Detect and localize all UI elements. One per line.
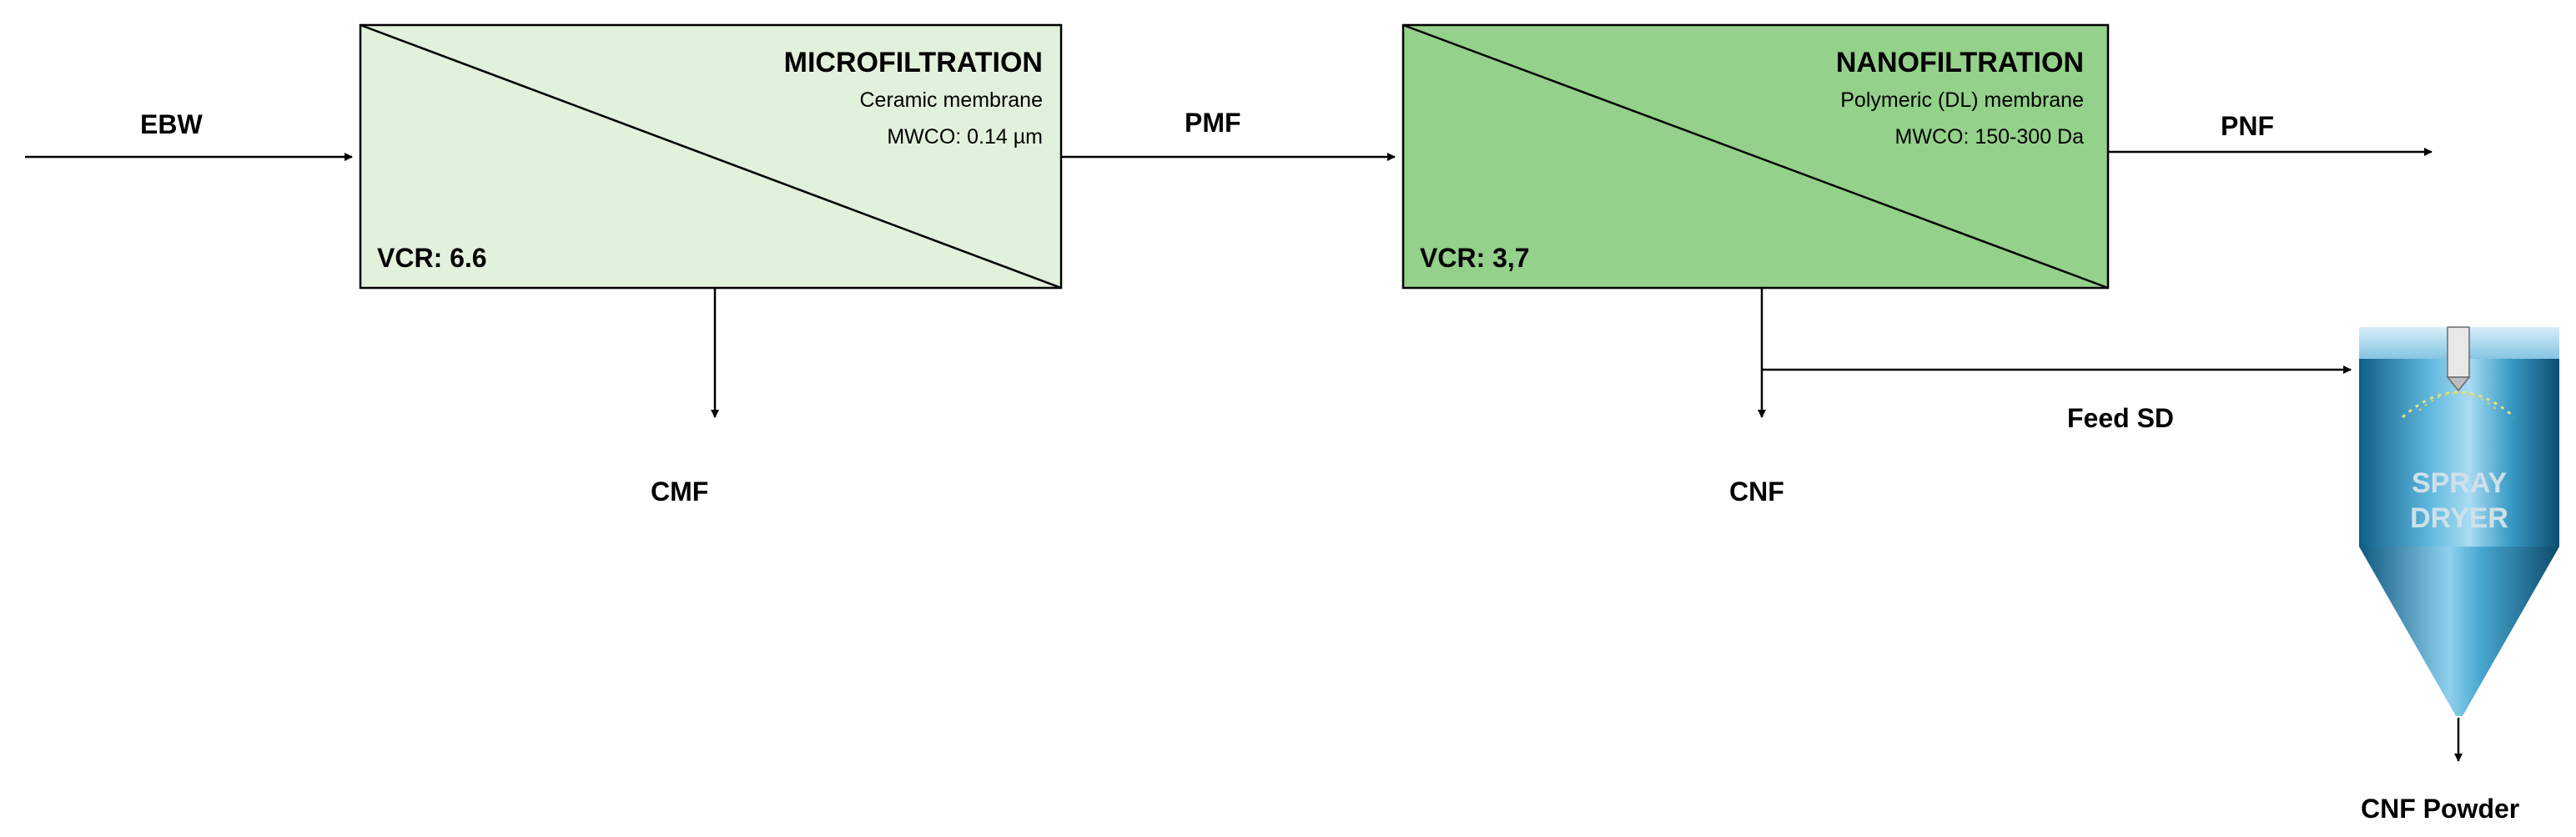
spray-dryer-cone <box>2359 547 2559 716</box>
cnf-label: CNF <box>1729 476 1784 507</box>
microfiltration-membrane-type: Ceramic membrane <box>859 88 1043 112</box>
spray-dryer-label-line2: DRYER <box>2410 502 2508 534</box>
pmf-label: PMF <box>1185 108 1241 138</box>
nanofiltration-title: NANOFILTRATION <box>1836 47 2084 78</box>
microfiltration-membrane-diagonal <box>360 23 1062 290</box>
microfiltration-mwco: MWCO: 0.14 µm <box>887 125 1043 149</box>
spray-pattern-icon <box>2401 391 2516 419</box>
spray-dryer-label-line1: SPRAY <box>2412 467 2507 499</box>
nanofiltration-unit: NANOFILTRATION Polymeric (DL) membrane M… <box>1401 23 2110 290</box>
microfiltration-title: MICROFILTRATION <box>784 47 1043 78</box>
microfiltration-vcr: VCR: 6.6 <box>377 243 487 273</box>
cnf-powder-label: CNF Powder <box>2361 794 2519 824</box>
nanofiltration-membrane-diagonal <box>1402 23 2109 290</box>
nanofiltration-mwco: MWCO: 150-300 Da <box>1895 125 2085 149</box>
feed-sd-label: Feed SD <box>2067 403 2174 433</box>
nanofiltration-membrane-type: Polymeric (DL) membrane <box>1840 88 2084 112</box>
cmf-label: CMF <box>651 476 708 507</box>
pnf-label: PNF <box>2221 111 2274 141</box>
atomizer-nozzle-icon <box>2446 326 2471 392</box>
ebw-label: EBW <box>140 109 203 139</box>
spray-dryer: SPRAY DRYER <box>2359 326 2559 716</box>
spray-pattern-icon-inner <box>2418 392 2498 411</box>
microfiltration-unit: MICROFILTRATION Ceramic membrane MWCO: 0… <box>359 23 1063 290</box>
nanofiltration-vcr: VCR: 3,7 <box>1420 243 1530 273</box>
